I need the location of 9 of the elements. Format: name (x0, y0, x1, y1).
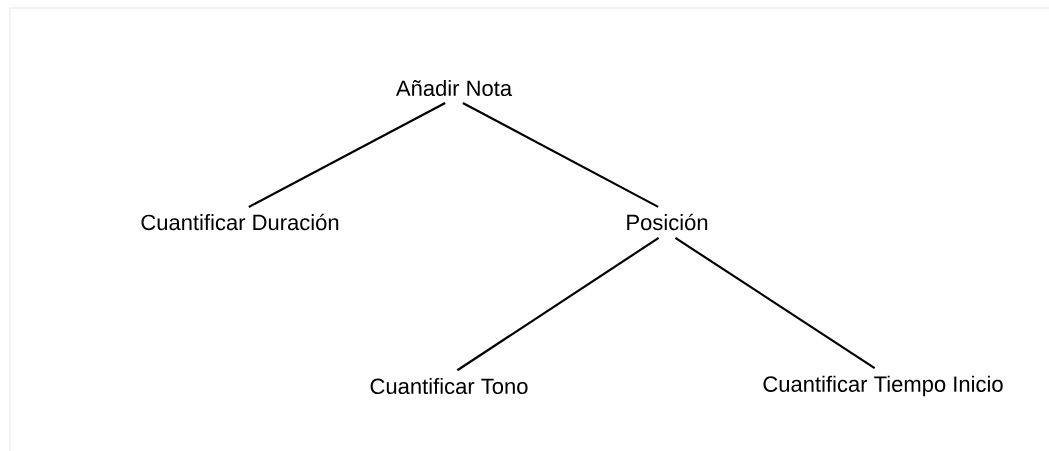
node-label: Cuantificar Duración (141, 213, 339, 231)
node-label: Cuantificar Tiempo Inicio (763, 375, 1003, 397)
node-label: Cuantificar Tono (370, 377, 528, 395)
connector-line (674, 236, 876, 369)
connector-line (462, 102, 659, 208)
node-label: Añadir Nota (395, 79, 513, 97)
node-label: Posición (627, 213, 708, 231)
connector-line (248, 102, 446, 208)
connector-line (456, 237, 660, 372)
